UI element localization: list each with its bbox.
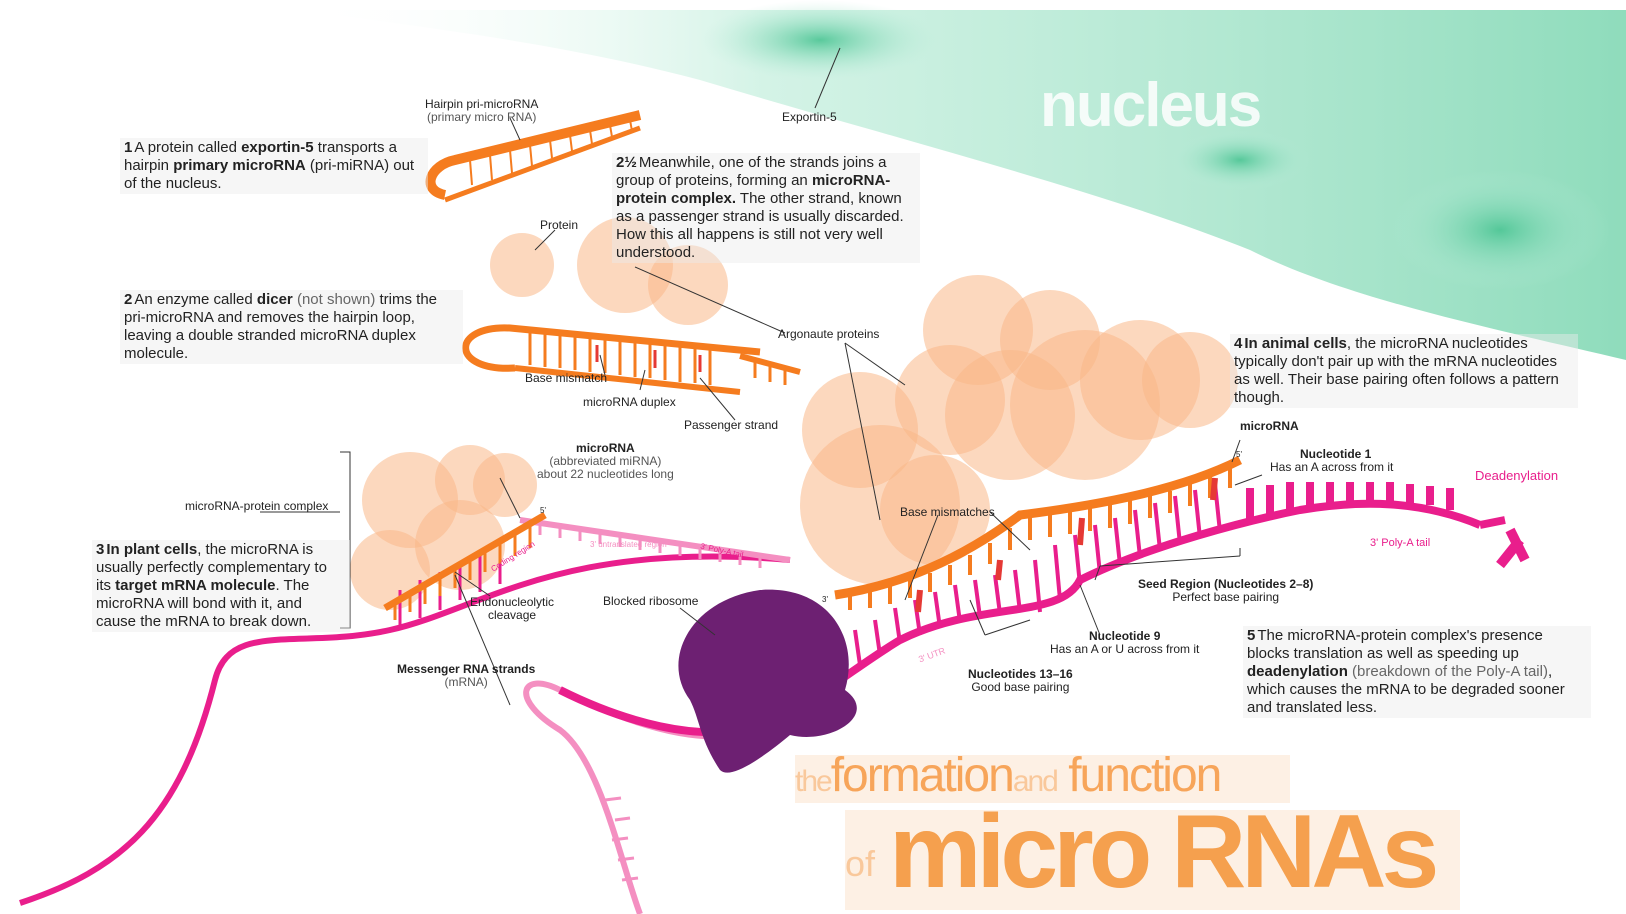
step-5-number: 5	[1247, 627, 1255, 644]
mrna-strands-label: Messenger RNA strands (mRNA)	[397, 663, 535, 689]
step-5-t1: The microRNA-protein complex's presence …	[1247, 627, 1543, 662]
seed-sub: Perfect base pairing	[1138, 591, 1313, 604]
step-1-number: 1	[124, 139, 132, 156]
mirna-right-5prime: 5'	[1236, 448, 1242, 461]
title-the: the	[795, 765, 831, 798]
argonaute-label: Argonaute proteins	[778, 328, 879, 341]
mirna-3prime: 3'	[822, 593, 828, 606]
step-2half-t3: How this all happens is still not very w…	[616, 226, 883, 261]
step-4-b0: In animal cells	[1244, 335, 1347, 352]
nucleus-label: nucleus	[1040, 70, 1260, 141]
mirna-right-label: microRNA	[1240, 420, 1299, 433]
hairpin-label-sub: (primary micro RNA)	[425, 111, 538, 124]
nt13-sub: Good base pairing	[968, 681, 1073, 694]
step-2-number: 2	[124, 291, 132, 308]
plant-complex-proteins	[350, 445, 537, 610]
hairpin-pri-microrna	[431, 115, 640, 200]
microrna-duplex	[466, 328, 800, 392]
mirna-label: microRNA (abbreviated miRNA) about 22 nu…	[537, 442, 674, 481]
step-2-g1: (not shown)	[293, 291, 376, 308]
step-2-t1: An enzyme called	[134, 291, 257, 308]
nt9-sub: Has an A or U across from it	[1050, 643, 1199, 656]
mirna-label-sub2: about 22 nucleotides long	[537, 468, 674, 481]
mirna-duplex-label: microRNA duplex	[583, 396, 676, 409]
step-3-b1: target mRNA molecule	[115, 577, 275, 594]
polya-tail-label: 3' Poly-A tail	[1370, 537, 1430, 549]
base-mismatches-label: Base mismatches	[900, 506, 995, 519]
endo-label-2: cleavage	[470, 609, 554, 622]
exportin-label: Exportin-5	[782, 111, 837, 124]
endonucleolytic-label: Endonucleolytic cleavage	[470, 596, 554, 622]
step-5-g1: (breakdown of the Poly-A tail)	[1348, 663, 1548, 680]
step-1-t1: A protein called	[134, 139, 241, 156]
title-of: of	[845, 843, 875, 884]
step-3-b0: In plant cells	[106, 541, 197, 558]
mrna-strands-sub: (mRNA)	[397, 676, 535, 689]
step-2half-number: 2½	[616, 154, 637, 171]
nt1-sub: Has an A across from it	[1270, 461, 1393, 474]
seed-region-label: Seed Region (Nucleotides 2–8) Perfect ba…	[1138, 578, 1313, 604]
step-1-b2: primary microRNA	[173, 157, 306, 174]
utr-left-label: 3' untranslated region	[590, 540, 667, 549]
nucleotide9-label: Nucleotide 9 Has an A or U across from i…	[1050, 630, 1199, 656]
step-1-b1: exportin-5	[241, 139, 314, 156]
step-5-b1: deadenylation	[1247, 663, 1348, 680]
blocked-ribosome-label: Blocked ribosome	[603, 595, 698, 608]
base-mismatch-label: Base mismatch	[525, 372, 607, 385]
step-2-b1: dicer	[257, 291, 293, 308]
argonaute-proteins	[800, 275, 1238, 585]
nucleotide1-label: Nucleotide 1 Has an A across from it	[1270, 448, 1393, 474]
passenger-strand-label: Passenger strand	[684, 419, 778, 432]
protein-label: Protein	[540, 219, 578, 232]
step-3-number: 3	[96, 541, 104, 558]
title-micro-rnas: micro RNAs	[889, 794, 1434, 910]
deadenylation-label: Deadenylation	[1475, 468, 1558, 483]
step-4-number: 4	[1234, 335, 1242, 352]
blocked-ribosome	[678, 590, 856, 773]
complex-label: microRNA-protein complex	[185, 500, 328, 513]
nucleotides13-label: Nucleotides 13–16 Good base pairing	[968, 668, 1073, 694]
mirna-5prime: 5'	[540, 504, 546, 517]
hairpin-label: Hairpin pri-microRNA (primary micro RNA)	[425, 98, 538, 124]
